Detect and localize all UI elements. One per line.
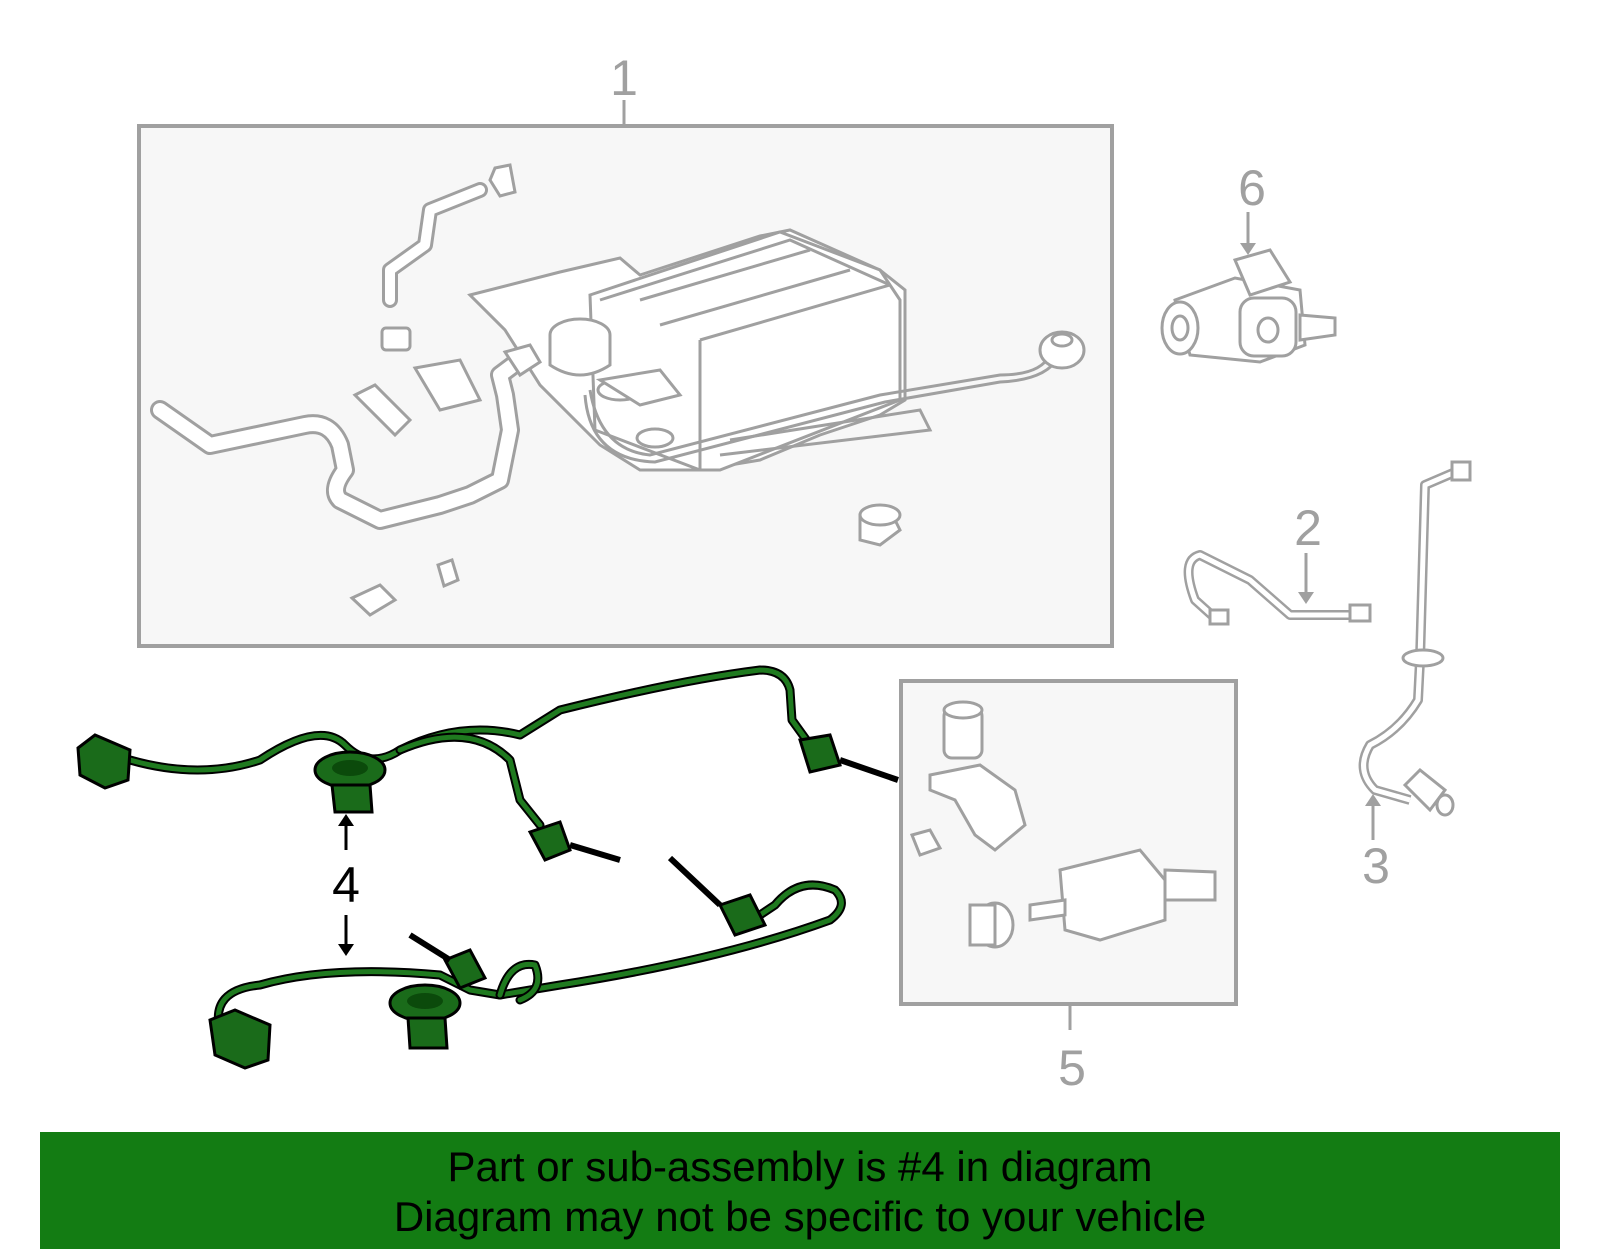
banner-line-1: Part or sub-assembly is #4 in diagram [447, 1143, 1153, 1190]
charcoal-canister-icon [467, 228, 933, 472]
callout-1: 1 [610, 50, 638, 106]
grommet-icon [1038, 330, 1086, 370]
callout-6: 6 [1238, 160, 1266, 216]
wire-harness-icon: 4 [76, 665, 899, 1070]
callout-2: 2 [1294, 500, 1322, 556]
callout-5: 5 [1058, 1040, 1086, 1096]
nut-icon [858, 503, 902, 547]
vacuum-switching-valve-icon [1160, 248, 1337, 364]
part-6-group: 6 [1160, 160, 1337, 364]
part-3-group: 3 [1358, 460, 1472, 894]
hose-icon [150, 343, 543, 530]
callout-3: 3 [1362, 838, 1390, 894]
assembly-1-group: 1 [137, 50, 1114, 648]
clip-icon [352, 326, 483, 438]
part-2-group: 2 [1183, 500, 1372, 626]
assembly-5-group: 5 [899, 679, 1238, 1096]
callout-4: 4 [332, 857, 360, 913]
info-banner: Part or sub-assembly is #4 in diagram Di… [40, 1132, 1560, 1249]
banner-line-2: Diagram may not be specific to your vehi… [393, 1193, 1207, 1240]
